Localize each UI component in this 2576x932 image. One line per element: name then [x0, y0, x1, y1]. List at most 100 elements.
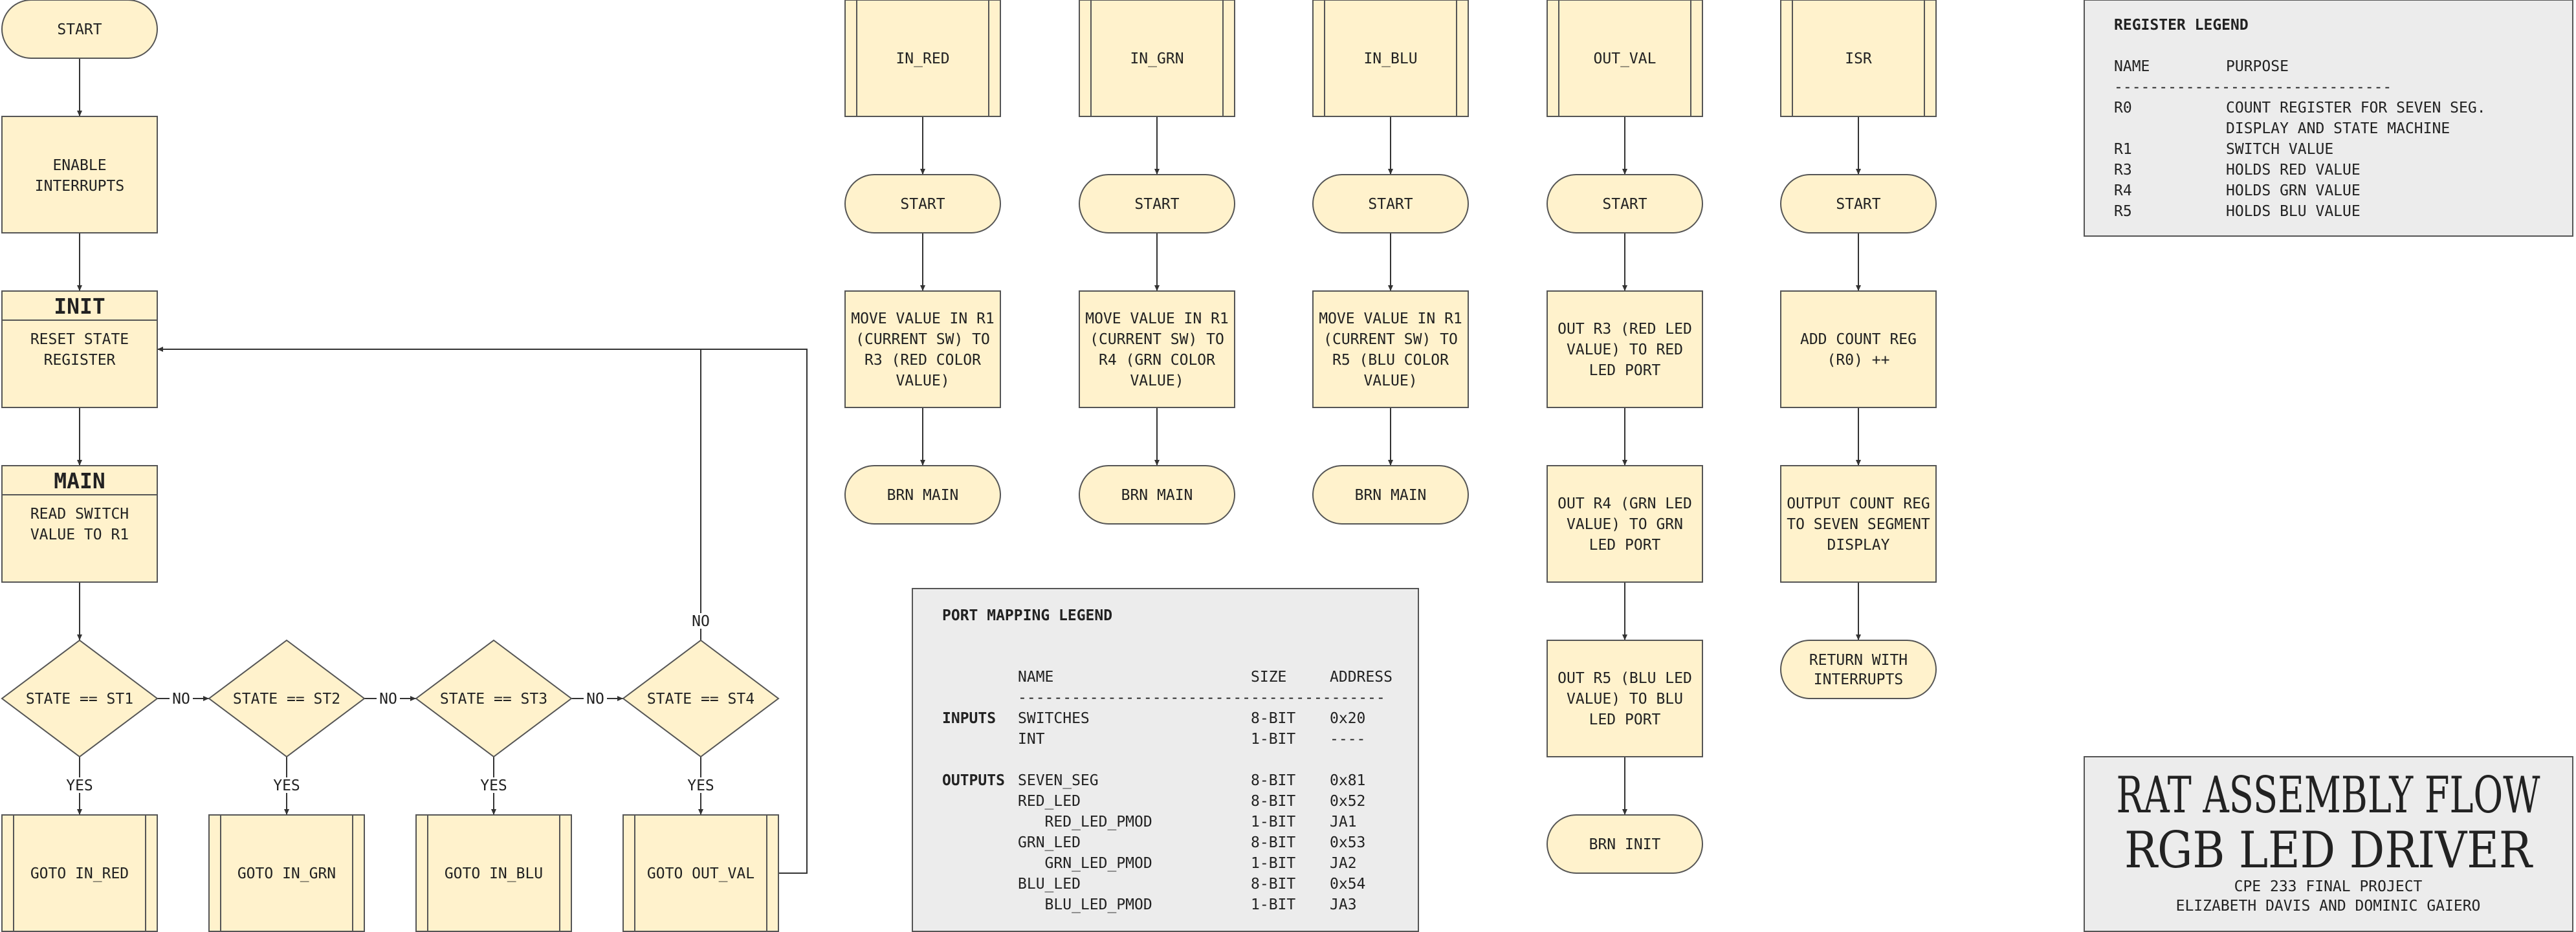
enable-interrupts-label-2: INTERRUPTS: [35, 178, 124, 195]
init-line-1: RESET STATE: [30, 331, 129, 348]
main-line-2: VALUE TO R1: [30, 526, 129, 543]
in-grn-step-1-line-1: MOVE VALUE IN R1: [1085, 310, 1229, 327]
subroutine-isr: ISR START ADD COUNT REG (R0) ++ OUTPUT C…: [1780, 0, 1937, 699]
register-row-purpose: HOLDS RED VALUE: [2226, 162, 2361, 179]
decision-st3: [415, 639, 573, 758]
main-box: [1, 465, 158, 583]
isr-step-1-line-2: (R0) ++: [1827, 352, 1890, 369]
port-group-outputs: OUTPUTS: [942, 772, 1005, 789]
in-red-header: [844, 0, 1001, 117]
title-line-1: RAT ASSEMBLY FLOW: [2117, 766, 2540, 825]
port-row-address: ----: [1330, 731, 1365, 748]
isr-step-2-line-2: TO SEVEN SEGMENT: [1787, 516, 1930, 533]
port-row-address: JA3: [1330, 896, 1357, 913]
decision-st1: [1, 639, 159, 758]
subroutine-in-blu: IN_BLU START MOVE VALUE IN R1 (CURRENT S…: [1312, 0, 1469, 525]
out-val-end-label: BRN INIT: [1589, 836, 1661, 853]
port-row-name: GRN_LED: [1018, 834, 1081, 851]
goto-in-grn-box: [208, 814, 365, 932]
port-row-address: JA1: [1330, 814, 1357, 830]
out-val-step-2: [1547, 465, 1703, 583]
decision-st4: [622, 639, 780, 758]
enable-interrupts-box: [1, 116, 158, 233]
out-val-start: [1547, 174, 1703, 233]
edge-label-no-4: NO: [692, 613, 710, 630]
isr-step-1-line-1: ADD COUNT REG: [1800, 331, 1917, 348]
port-legend-divider: ----------------------------------------…: [1018, 689, 1385, 706]
main-line-1: READ SWITCH: [30, 506, 129, 523]
in-red-end-label: BRN MAIN: [887, 487, 959, 504]
title-line-2: RGB LED DRIVER: [2124, 821, 2533, 880]
in-blu-step-1-line-3: R5 (BLU COLOR: [1332, 352, 1449, 369]
port-group-inputs: INPUTS: [942, 710, 996, 727]
out-val-step-3-line-3: LED PORT: [1589, 711, 1661, 728]
in-grn-step-1-line-4: VALUE): [1130, 373, 1183, 389]
in-grn-step-1-line-2: (CURRENT SW) TO: [1090, 331, 1224, 348]
isr-step-2-line-1: OUTPUT COUNT REG: [1787, 495, 1930, 512]
in-blu-step-1-line-1: MOVE VALUE IN R1: [1319, 310, 1462, 327]
out-val-step-2-line-3: LED PORT: [1589, 537, 1661, 554]
in-red-step-1: [844, 290, 1001, 408]
port-legend-header-size: SIZE: [1251, 669, 1286, 686]
port-row-name: BLU_LED_PMOD: [1018, 896, 1152, 913]
port-row-size: 8-BIT: [1251, 793, 1295, 810]
register-legend-divider: -------------------------------: [2114, 79, 2392, 96]
edge-labels: NO NO NO NO YES YES YES YES: [63, 613, 717, 794]
in-grn-end: [1079, 465, 1235, 525]
port-row-address: 0x52: [1330, 793, 1365, 810]
port-row-name: SWITCHES: [1018, 710, 1090, 727]
isr-step-2: [1780, 465, 1937, 583]
in-red-step-1-line-2: (CURRENT SW) TO: [855, 331, 990, 348]
goto-out-val-label: GOTO OUT_VAL: [647, 865, 754, 882]
port-row-size: 8-BIT: [1251, 772, 1295, 789]
edge-label-yes-4: YES: [687, 777, 714, 794]
out-val-step-3-line-1: OUT R5 (BLU LED: [1558, 670, 1692, 687]
in-grn-end-label: BRN MAIN: [1121, 487, 1193, 504]
port-row-name: BLU_LED: [1018, 876, 1081, 893]
edge-label-yes-2: YES: [273, 777, 300, 794]
port-row-size: 1-BIT: [1251, 814, 1295, 830]
main-start-label: START: [57, 21, 102, 38]
port-legend-header-address: ADDRESS: [1330, 669, 1393, 686]
out-val-step-1-line-1: OUT R3 (RED LED: [1558, 321, 1692, 338]
in-blu-header: [1312, 0, 1469, 117]
edge-label-yes-1: YES: [66, 777, 93, 794]
port-row-size: 8-BIT: [1251, 710, 1295, 727]
enable-interrupts-label-1: ENABLE: [52, 157, 106, 174]
in-red-end: [844, 465, 1001, 525]
register-row-purpose: HOLDS GRN VALUE: [2226, 182, 2361, 199]
isr-step-2-line-3: DISPLAY: [1827, 537, 1890, 554]
decision-st1-label: STATE == ST1: [26, 691, 133, 708]
out-val-step-3-line-2: VALUE) TO BLU: [1567, 691, 1683, 708]
register-row-purpose: DISPLAY AND STATE MACHINE: [2226, 120, 2450, 137]
in-blu-step-1-line-2: (CURRENT SW) TO: [1323, 331, 1458, 348]
port-row-name: INT: [1018, 731, 1045, 748]
register-legend-header-name: NAME: [2114, 58, 2150, 75]
in-blu-title: IN_BLU: [1363, 50, 1417, 67]
port-row-name: GRN_LED_PMOD: [1018, 855, 1152, 872]
isr-end-label-2: INTERRUPTS: [1814, 671, 1903, 688]
goto-out-val-box: [622, 814, 779, 932]
in-blu-step-1: [1312, 290, 1469, 408]
decision-st2: [208, 639, 366, 758]
decision-st2-label: STATE == ST2: [233, 691, 340, 708]
register-row-name: R0: [2114, 100, 2132, 116]
main-title: MAIN: [54, 468, 105, 493]
title-course: CPE 233 FINAL PROJECT: [2234, 878, 2423, 895]
subroutine-in-red: IN_RED START MOVE VALUE IN R1 (CURRENT S…: [844, 0, 1001, 525]
isr-header: [1780, 0, 1937, 117]
out-val-step-3: [1547, 640, 1703, 757]
edge-label-no-1: NO: [172, 691, 190, 708]
port-legend-header-name: NAME: [1018, 669, 1053, 686]
main-start-terminal: [1, 0, 158, 59]
in-grn-title: IN_GRN: [1130, 50, 1183, 67]
register-row-purpose: SWITCH VALUE: [2226, 141, 2333, 158]
main-flow: START ENABLE INTERRUPTS INIT RESET STATE…: [1, 0, 780, 932]
register-row-purpose: HOLDS BLU VALUE: [2226, 203, 2361, 220]
in-red-step-1-line-1: MOVE VALUE IN R1: [851, 310, 995, 327]
isr-start: [1780, 174, 1937, 233]
in-grn-step-1: [1079, 290, 1235, 408]
title-authors: ELIZABETH DAVIS AND DOMINIC GAIERO: [2176, 898, 2481, 915]
register-row-name: R1: [2114, 141, 2132, 158]
isr-end: [1780, 640, 1937, 699]
